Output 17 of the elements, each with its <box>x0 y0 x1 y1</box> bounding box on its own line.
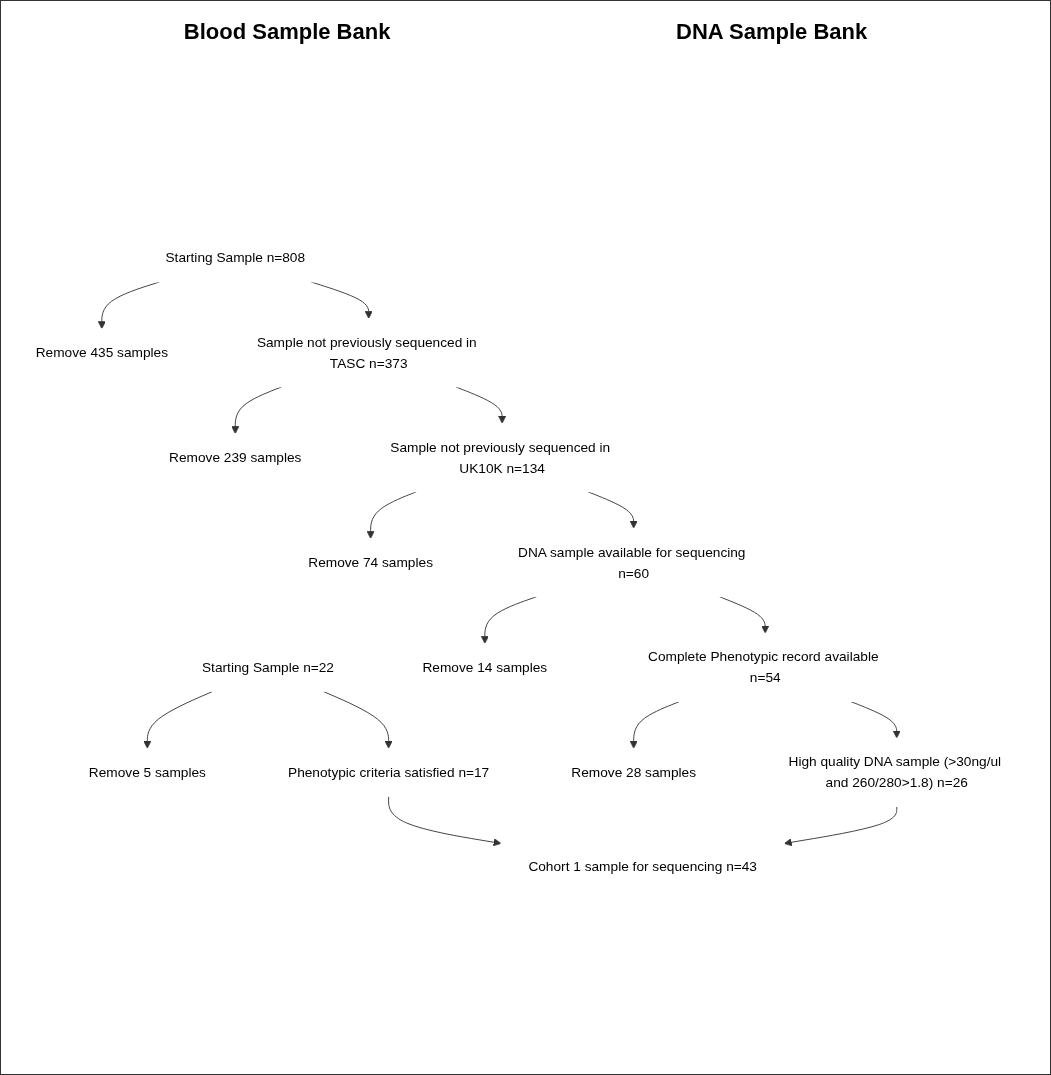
node-text: Starting Sample n=808 <box>165 249 306 266</box>
node-text: Remove 239 samples <box>169 449 302 465</box>
node-text: Cohort 1 sample for sequencing n=43 <box>528 858 757 875</box>
column-heading: DNA Sample Bank <box>676 19 868 45</box>
node-text: Remove 14 samples <box>422 658 548 675</box>
node-text: Remove 74 samples <box>308 554 433 570</box>
node-text: Starting Sample n=22 <box>201 658 334 675</box>
node-text: Remove 435 samples <box>35 344 169 360</box>
node-text: Remove 5 samples <box>88 763 206 780</box>
node-text: Sample not previously sequenced in TASC n=373 <box>256 333 477 371</box>
node-text: High quality DNA sample (>30ng/ul and 260/280>1.8) n=26 <box>788 753 1002 790</box>
column-heading: Blood Sample Bank <box>183 19 391 45</box>
node-text: Phenotypic criteria satisfied n=17 <box>288 763 490 780</box>
node-text: Remove 28 samples <box>571 763 697 780</box>
node-text: Sample not previously sequenced in UK10K n=134 <box>390 438 611 475</box>
node-text: DNA sample available for sequencing n=60 <box>518 543 746 580</box>
node-text: Complete Phenotypic record available n=54 <box>648 648 879 685</box>
